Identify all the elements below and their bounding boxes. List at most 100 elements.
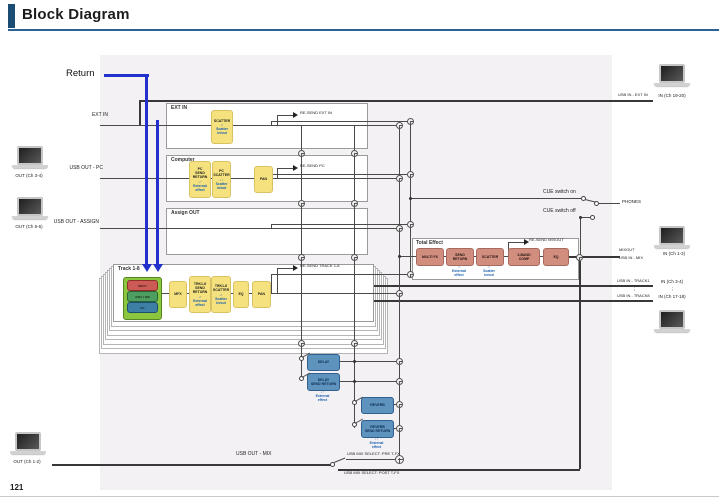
sum-node-icon [298,150,305,157]
wire-h [52,464,333,466]
sum-node-icon [298,254,305,261]
ext-in-input-label: EXT IN [91,112,108,118]
wire-h [277,168,295,169]
wire-h [271,224,410,225]
laptop-icon [12,146,48,172]
junction-dot [353,380,356,383]
sum-node-icon [407,118,414,125]
wire-v [277,168,278,178]
laptop-screen [659,64,685,83]
wire-v [156,120,159,268]
reverb-send-return-block: REVERB SEND RETURN [361,420,394,438]
pc-send-return-block: PC SEND RETURN ↓↑ External effect [189,161,211,198]
track-title: Track 1-8 [118,266,140,272]
in-ch17-18-label: IN (Ch 17-18) [658,294,686,299]
laptop-base [12,216,48,219]
sum-node-icon [351,340,358,347]
usb-out-assign-label: USB OUT - ASSIGN [53,219,99,225]
total-scatter-block: SCATTER [476,248,504,266]
switch-contact-icon [299,356,304,361]
wire-h [392,404,399,405]
header-rule [8,29,719,31]
wire-v [354,125,355,428]
track-mfx-block: MFX [169,281,187,308]
out-ch3-4-label: OUT (Ch 3-4) [15,173,43,178]
total-effect-title: Total Effect [416,240,443,246]
track-eq-block: EQ [233,281,249,308]
sum-node-icon [396,378,403,385]
laptop-base [10,451,46,454]
wire-v [277,268,278,293]
wire-v [139,100,141,125]
mixout-label: MIXOUT [619,247,635,252]
wire-h [410,198,583,199]
wire-h [338,469,580,471]
track-pan-block: PAN [252,281,271,308]
wire-h [100,125,399,126]
switch-contact-icon [581,196,586,201]
track-scatter-block: TRK1-8 SCATTER ↓↑ Scatter in/out [211,276,231,313]
junction-dot [398,255,401,258]
wire-v [580,217,581,257]
junction-dot [409,197,412,200]
laptop-screen [17,197,43,216]
wire-v [301,125,302,376]
in-ch19-20-label: IN (Ch 19-20) [658,93,686,98]
dots-left: ⋮ [632,287,637,292]
laptop-base [654,329,690,332]
arrow-right-icon [293,265,298,271]
wire-h [104,74,149,77]
three-band-comp-block: 3-BAND COMP [508,248,540,266]
ext-scatter-block: SCATTER ↓↑ Scatter in/out [211,110,233,144]
switch-contact-icon [299,376,304,381]
sum-node-icon [576,254,583,261]
phones-label: PHONES [622,199,642,204]
pc-pan-block: PAN [254,166,273,193]
sum-node-icon [407,271,414,278]
laptop-icon [654,226,690,252]
wire-h [392,428,399,429]
page-number: 121 [10,483,24,492]
switch-contact-icon [590,215,595,220]
sum-node-icon [396,122,403,129]
total-send-return-block: SEND RETURN [446,248,474,266]
ext-in-box [166,103,368,149]
wire-h [567,256,620,258]
arrow-right-icon [293,165,298,171]
laptop-icon [10,432,46,458]
arrow-right-icon [293,112,298,118]
in-ch3-4-label: IN (Ch 3-4) [660,279,684,284]
wire-h [160,293,399,294]
sum-node-icon [396,401,403,408]
laptop-base [654,83,690,86]
sum-node-icon [396,358,403,365]
arrow-down-icon [153,264,163,272]
total-eq-block: EQ [543,248,569,266]
wire-h [599,203,620,204]
junction-dot [353,360,356,363]
resend-mixout-label: RE-SEND MIXOUT [529,237,564,242]
assign-out-box [166,208,368,255]
track-source-input: INPUT [127,280,158,291]
sum-node-icon [395,455,404,464]
cue-switch-off-label: CUE switch off [543,208,576,214]
total-send-return-sub: ↓↑ External effect [452,265,466,278]
multi-fx-block: MULTI FX [416,248,444,266]
usb-in-track1-label: USB IN - TRACK1 [617,278,650,283]
resend-ext-in-label: RE-SEND EXT IN [300,110,332,115]
wire-h [374,300,653,302]
wire-v [277,115,278,125]
wire-h [508,242,526,243]
wire-h [581,217,592,218]
switch-contact-icon [330,462,335,467]
wire-v [271,224,272,229]
laptop-base [12,165,48,168]
return-label: Return [66,68,95,79]
wire-h [139,100,653,102]
switch-contact-icon [352,400,357,405]
arrow-down-icon [142,264,152,272]
laptop-screen [17,146,43,165]
laptop-screen [659,310,685,329]
wire-v [271,121,272,126]
wire-h [277,268,295,269]
